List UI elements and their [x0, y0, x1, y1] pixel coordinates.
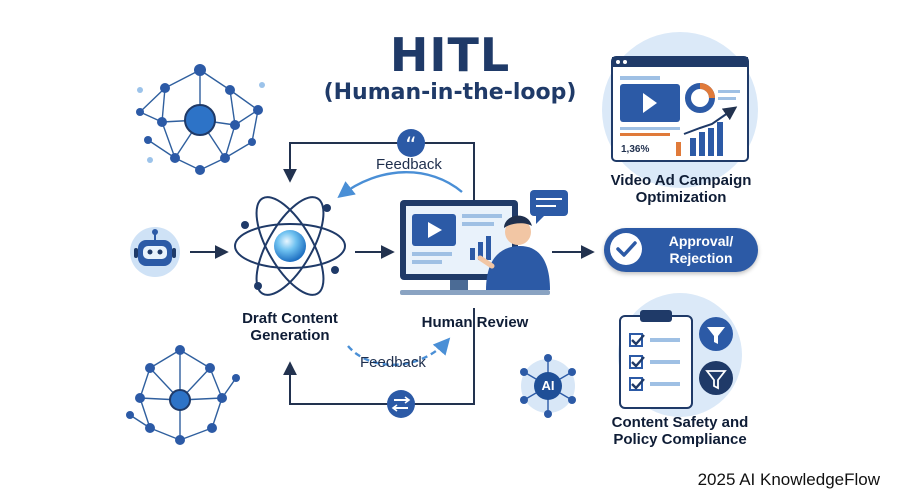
content-safety-label: Content Safety and Policy Compliance: [611, 414, 749, 448]
filter-outline-icon: [699, 361, 733, 395]
svg-text:“: “: [405, 134, 416, 159]
robot-icon: [130, 227, 180, 277]
ai-badge-label: AI: [541, 378, 555, 393]
draft-content-label: Draft Content Generation: [242, 310, 338, 344]
sync-arrows-icon: [387, 390, 415, 418]
dashboard-stat: 1,36%: [621, 144, 650, 155]
filter-icon: [699, 317, 733, 351]
credit-text: 2025 AI KnowledgeFlow: [697, 470, 880, 489]
ai-network-icon: [520, 354, 576, 418]
check-icon: [610, 233, 642, 265]
feedback-label-top: Feedback: [376, 156, 442, 173]
compliance-clipboard-icon: [618, 293, 742, 417]
video-ad-label: Video Ad Campaign Optimization: [610, 172, 752, 206]
quote-bubble-icon: “: [397, 129, 425, 159]
page-title: HITL: [389, 28, 511, 82]
atom-icon: [234, 196, 346, 296]
network-graph-bottom-icon: [129, 349, 237, 441]
approval-rejection-pill: Approval/ Rejection: [604, 228, 758, 272]
human-reviewer-icon: [477, 215, 550, 290]
page-subtitle: (Human-in-the-loop): [323, 80, 577, 105]
approval-rejection-label: Approval/ Rejection: [668, 233, 734, 266]
feedback-label-bottom: Feedback: [360, 354, 426, 371]
video-ad-dashboard-icon: [602, 32, 758, 188]
chat-bubble-icon: [530, 190, 568, 224]
human-review-label: Human Review: [421, 314, 529, 331]
monitor-icon: [400, 200, 550, 295]
